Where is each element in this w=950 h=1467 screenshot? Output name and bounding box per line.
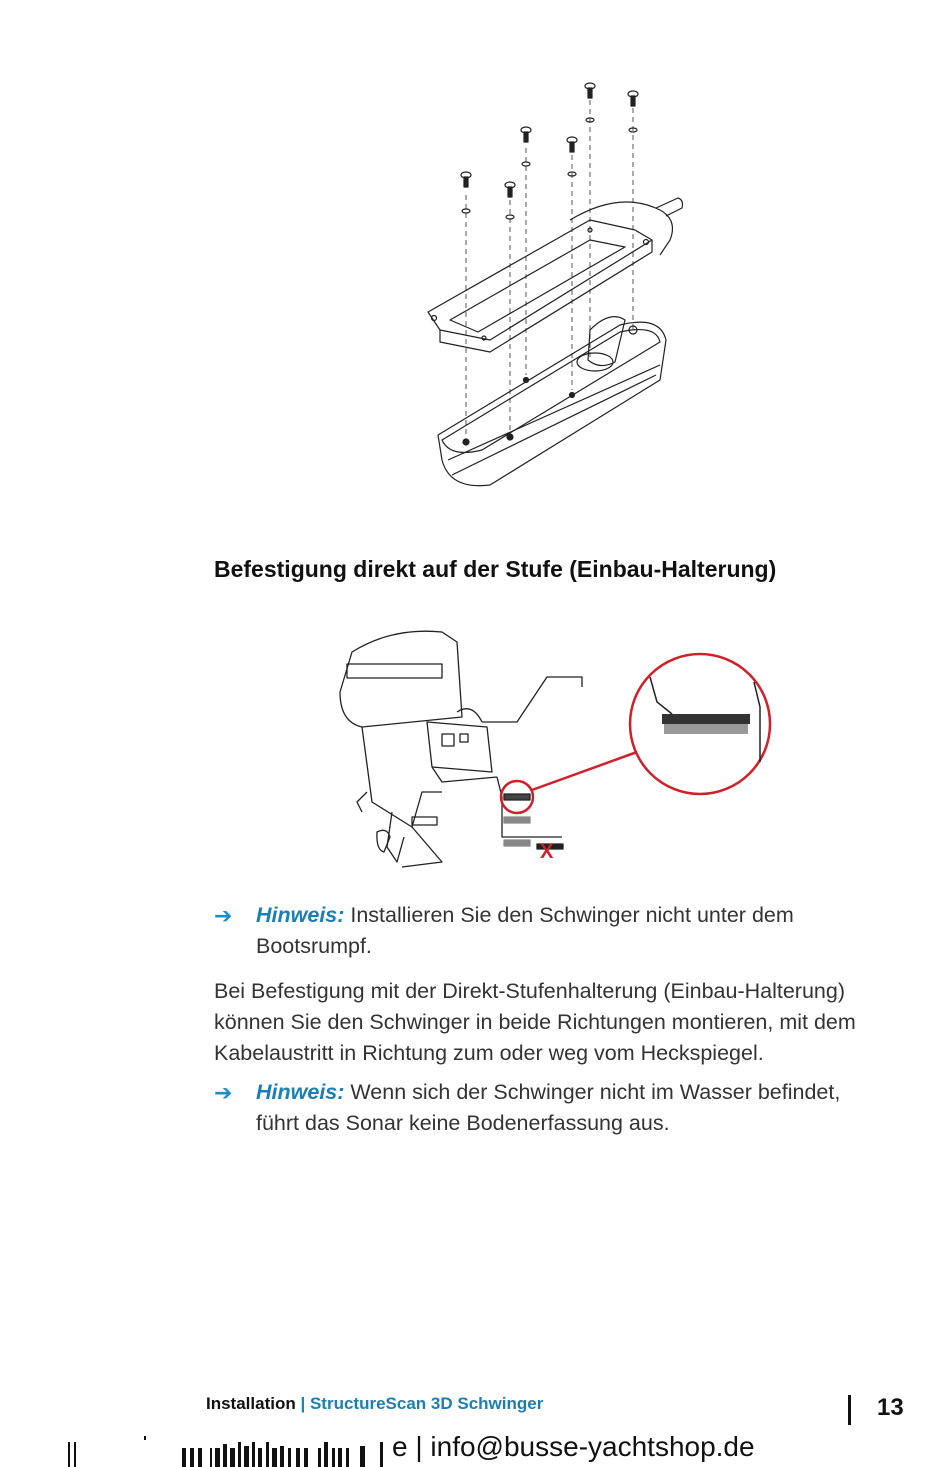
footer-divider — [848, 1395, 851, 1425]
page-number: 13 — [877, 1394, 904, 1421]
wrong-mark: X — [540, 841, 554, 863]
arrow-right-icon: ➔ — [214, 903, 233, 928]
footer-chapter: Installation — [206, 1394, 296, 1413]
barcode-watermark — [68, 1436, 383, 1467]
shop-watermark: e | info@busse-yachtshop.de — [392, 1431, 755, 1462]
screw-group — [460, 82, 639, 220]
note-2: ➔ Hinweis: Wenn sich der Schwinger nicht… — [214, 1077, 874, 1139]
body-paragraph: Bei Befestigung mit der Direkt-Stufenhal… — [214, 979, 856, 1065]
note-text: Wenn sich der Schwinger nicht im Wasser … — [256, 1080, 841, 1135]
step-mount-illustration: X — [339, 630, 772, 868]
footer-breadcrumb: Installation | StructureScan 3D Schwinge… — [206, 1394, 543, 1414]
exploded-mount-illustration — [427, 82, 684, 487]
arrow-right-icon: ➔ — [214, 1080, 233, 1105]
section-heading: Befestigung direkt auf der Stufe (Einbau… — [214, 556, 777, 582]
note-label: Hinweis: — [256, 903, 345, 927]
footer-product: StructureScan 3D Schwinger — [309, 1394, 544, 1413]
note-label: Hinweis: — [256, 1080, 345, 1104]
footer-separator: | — [300, 1394, 306, 1413]
note-1: ➔ Hinweis: Installieren Sie den Schwinge… — [214, 900, 874, 962]
note-text: Installieren Sie den Schwinger nicht unt… — [256, 903, 794, 958]
